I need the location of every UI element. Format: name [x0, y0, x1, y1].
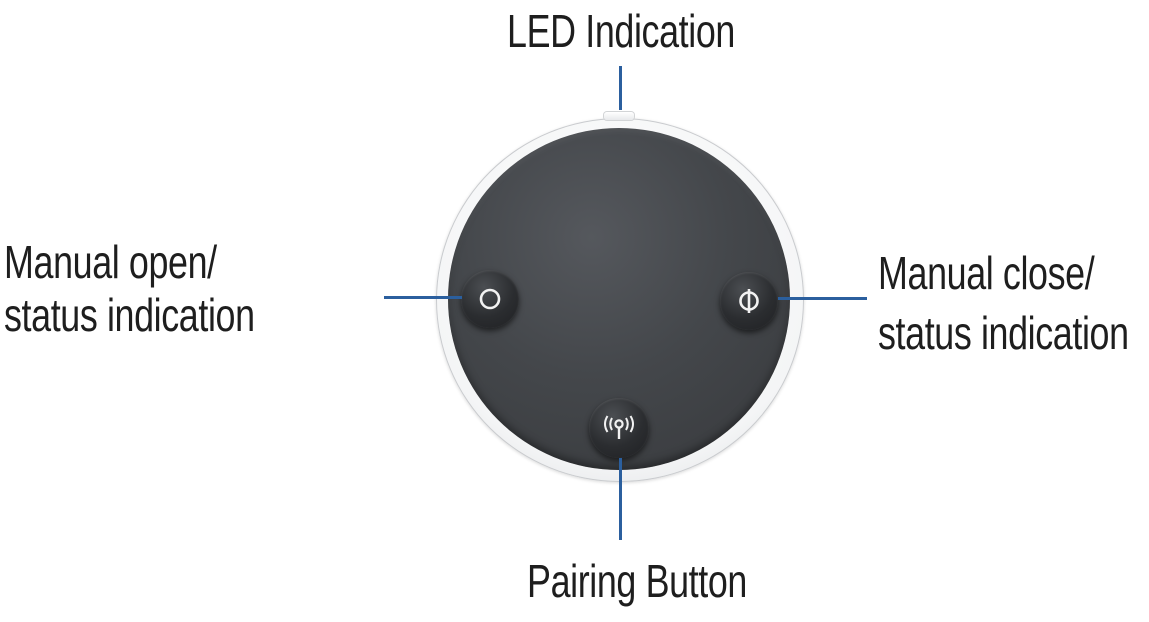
pairing-button[interactable]	[589, 398, 649, 458]
manual-close-label-line2: status indication	[878, 307, 1129, 359]
led-leader-line	[619, 66, 622, 110]
open-leader-line	[384, 296, 462, 299]
manual-open-label-line1: Manual open/	[4, 236, 217, 288]
led-indicator	[604, 112, 634, 120]
pairing-leader-line	[619, 458, 622, 540]
close-leader-line	[778, 297, 867, 300]
manual-close-button[interactable]	[720, 272, 778, 330]
circle-icon	[479, 288, 501, 310]
phi-icon	[739, 289, 759, 313]
antenna-signal-icon	[604, 415, 634, 439]
led-label: LED Indication	[507, 5, 735, 57]
manual-open-label-line2: status indication	[4, 289, 255, 341]
manual-close-label-line1: Manual close/	[878, 247, 1095, 299]
manual-open-button[interactable]	[461, 270, 519, 328]
pairing-label: Pairing Button	[527, 555, 747, 607]
